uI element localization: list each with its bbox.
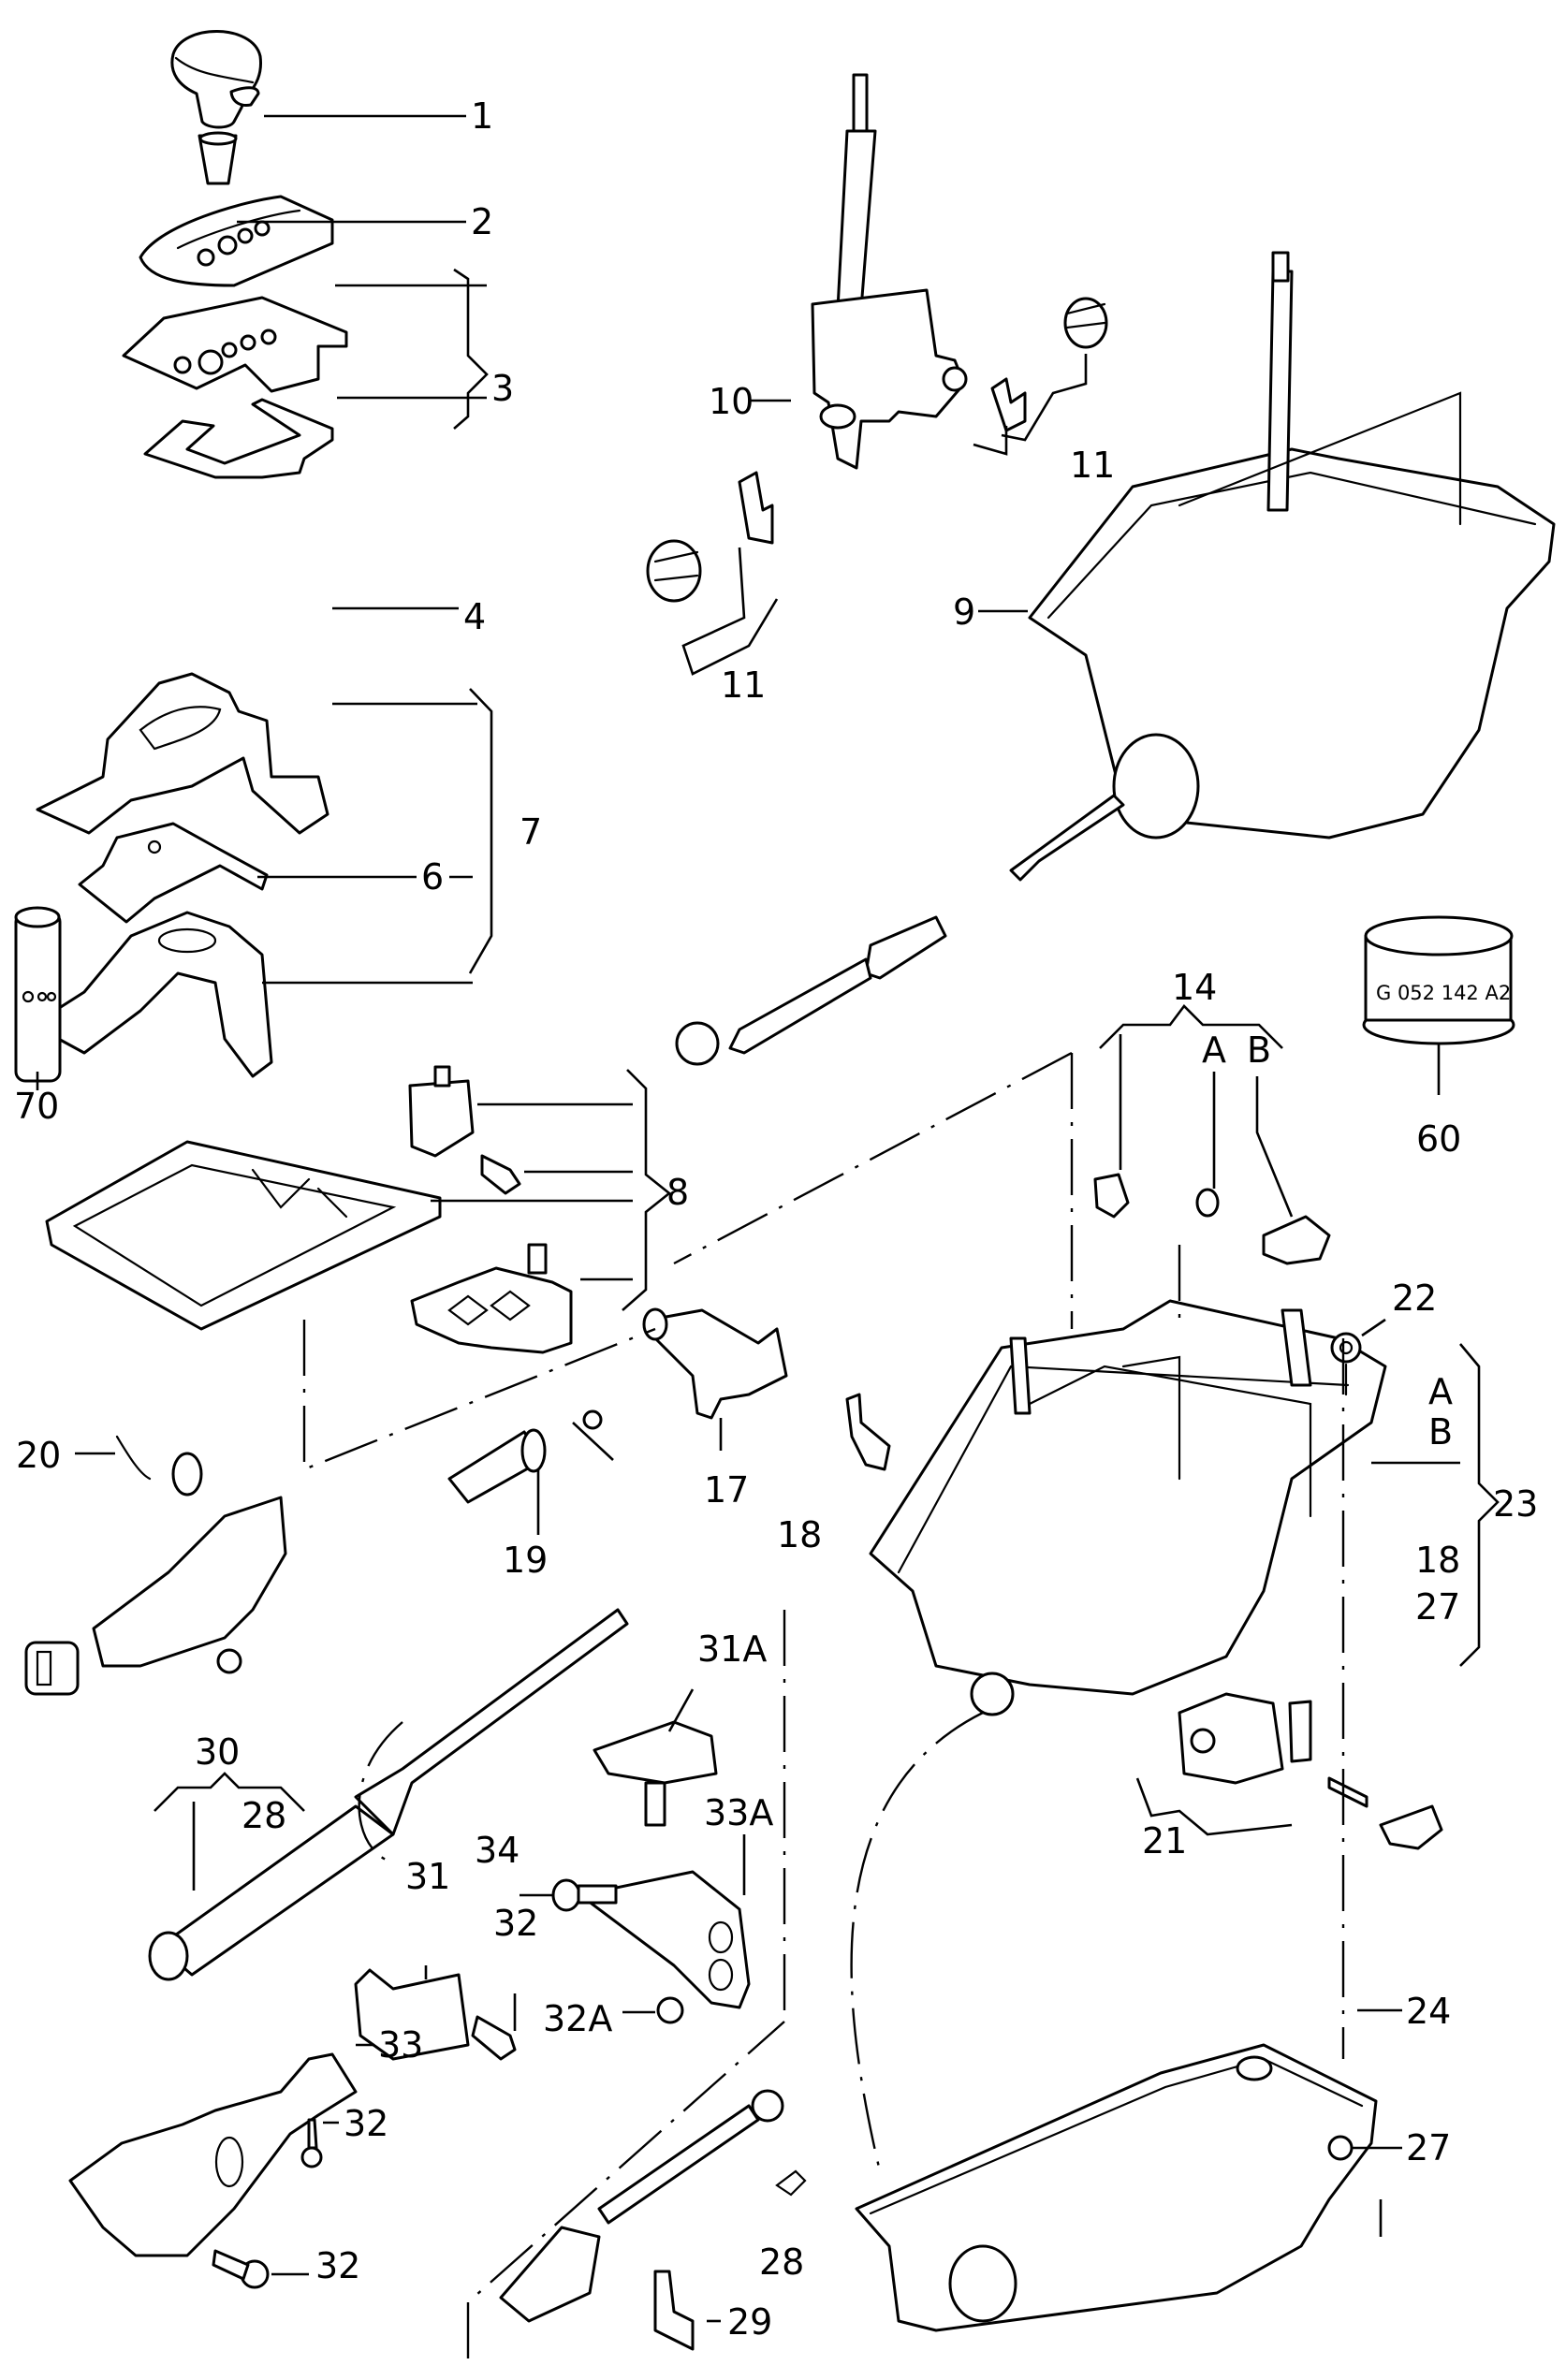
part-8-locking-unit [410,1243,573,1354]
part-34-bolt [551,1878,618,1912]
callout-4: 4 [463,596,486,637]
leader-lines [36,114,1500,2323]
part-21-solenoid [1178,1692,1443,1850]
callout-70: 70 [14,1086,59,1127]
container-marking: G 052 142 A2 [1376,982,1511,1004]
callout-31A: 31A [697,1628,767,1670]
callout-14-A: A [1202,1029,1226,1071]
part-7-cover-assembly-top [36,672,329,835]
callout-30-28: 28 [241,1795,286,1836]
part-28-clip [775,2169,807,2197]
callout-22: 22 [1392,1278,1437,1319]
ignition-lock-housing [24,1496,287,1696]
callout-27: 27 [1406,2127,1451,2168]
part-24-tray [855,2043,1378,2332]
part-8-pin [480,1154,521,1195]
part-33-bracket [68,2052,358,2257]
part-32A-nut [656,1996,684,2024]
callout-32-upper: 32 [493,1903,538,1944]
part-11-clip-left [738,471,774,545]
callout-28: 28 [759,2241,804,2283]
part-3-shift-cover [139,195,334,287]
part-2-knob-sleeve [198,131,238,185]
callout-32-lower: 32 [315,2245,360,2286]
callout-23-B: B [1428,1411,1453,1453]
callout-1: 1 [471,95,493,137]
callout-11-left: 11 [721,664,766,706]
callout-23-18: 18 [1415,1540,1460,1581]
callout-34: 34 [475,1830,520,1871]
part-14B-nut [1262,1215,1331,1265]
callout-23-27: 27 [1415,1586,1460,1628]
part-33A-bracket [578,1870,751,2009]
part-8-block [408,1065,475,1158]
callout-3: 3 [491,368,514,409]
part-23-housing [869,1299,1387,1716]
part-30-cable [148,1608,629,1981]
callout-10: 10 [709,381,754,422]
assembly-lines [302,1051,1345,2358]
part-32-bolt-upper [471,2015,517,2061]
callout-7: 7 [520,811,542,853]
part-9-cable [675,794,1125,1066]
part-32-bolt-middle [300,2118,323,2168]
callout-23-A: A [1428,1371,1453,1412]
part-1-shift-knob [170,30,262,129]
part-31A-bracket [593,1720,718,1827]
callout-21: 21 [1142,1820,1187,1862]
part-19-cable-end [447,1409,603,1504]
part-7-cover-assembly-bottom [31,911,273,1078]
callout-30: 30 [195,1731,240,1773]
callout-32-middle: 32 [344,2103,388,2144]
part-11-gear-right [1063,297,1108,349]
part-8-frame [45,1140,442,1331]
callout-33: 33 [378,2024,423,2066]
callout-31: 31 [405,1856,450,1897]
callout-14: 14 [1172,967,1217,1008]
part-20-cable-tie [115,1435,203,1497]
callout-19: 19 [503,1540,548,1581]
callout-18: 18 [777,1514,822,1555]
callout-17: 17 [704,1469,749,1511]
part-11-gear-left [646,539,702,603]
callout-14-B: B [1247,1029,1271,1071]
part-29-cable-end [499,2089,784,2323]
part-14-insert [1093,1173,1130,1219]
callout-29: 29 [727,2301,772,2343]
callout-60: 60 [1416,1118,1461,1160]
callout-2: 2 [471,201,493,242]
callout-23: 23 [1493,1483,1538,1525]
part-29-clip [653,2270,695,2351]
callout-33A: 33A [704,1792,773,1833]
part-27-nut [1327,2135,1354,2161]
callout-24: 24 [1406,1991,1451,2032]
callout-8: 8 [666,1172,689,1213]
callout-6: 6 [421,856,444,898]
part-22-nut [1330,1332,1362,1396]
part-60-grease-container: G 052 142 A2 [1362,915,1515,1045]
callout-32A: 32A [543,1998,612,2039]
part-32-bolt-lower [212,2249,270,2289]
part-6-sealing-tape [78,822,269,924]
part-31-bracket [354,1968,470,2061]
part-3-shift-cover-base [122,296,348,393]
part-9-housing [1028,251,1556,840]
part-4-gate-plate [143,398,334,479]
part-70-adhesive-can [14,906,62,1083]
part-14A-pin [1195,1188,1220,1218]
callout-9: 9 [953,591,975,633]
part-17-lever [642,1307,788,1420]
part-18-clip [845,1393,891,1471]
part-11-clip-right [990,377,1027,432]
callout-20: 20 [16,1435,61,1476]
callout-labels: 1 2 3 4 6 7 70 8 9 10 11 11 60 14 A B 22… [14,95,1538,2343]
callout-11-right: 11 [1070,445,1115,486]
part-10-selector-lever [811,73,968,470]
